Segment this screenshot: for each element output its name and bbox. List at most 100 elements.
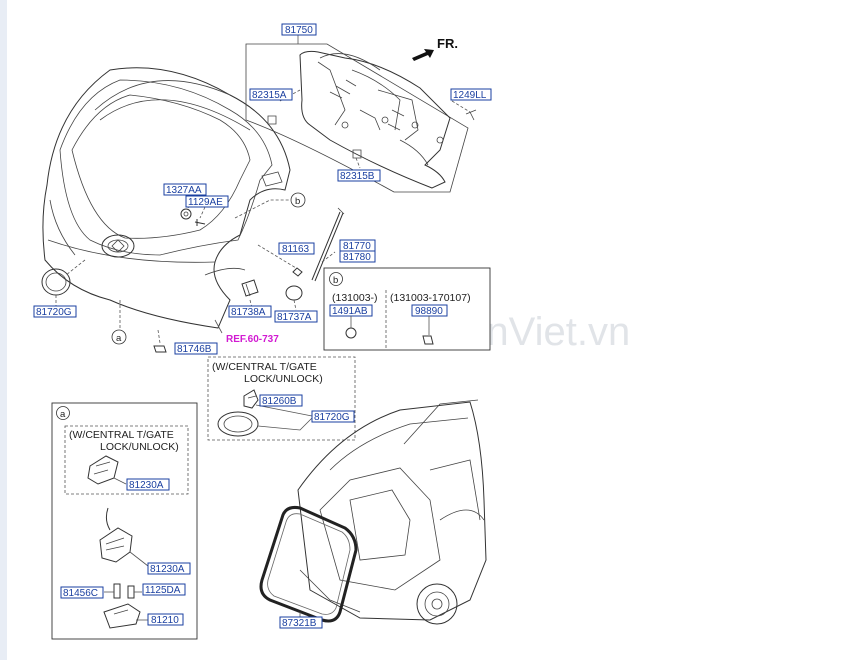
switch-81260B (243, 389, 259, 409)
callout-a-main: a (111, 329, 127, 345)
part-label-81230A-top[interactable]: 81230A (126, 478, 170, 491)
inner-trim-panel (245, 43, 469, 193)
svg-text:a: a (60, 409, 66, 420)
part-label-1129AE[interactable]: 1129AE (185, 195, 229, 208)
inset-central-lock-emblem: (W/CENTRAL T/GATE LOCK/UNLOCK) 81260B 81… (207, 356, 356, 441)
svg-text:82315B: 82315B (340, 171, 375, 182)
part-label-81720G-main[interactable]: 81720G (33, 305, 77, 318)
part-label-81738A[interactable]: 81738A (228, 305, 272, 318)
svg-text:81780: 81780 (343, 252, 371, 263)
part-label-81210[interactable]: 81210 (147, 613, 184, 626)
svg-text:81210: 81210 (151, 615, 179, 626)
tailgate-panel (42, 67, 291, 329)
svg-text:1129AE: 1129AE (188, 197, 223, 208)
leader-81737A (293, 299, 297, 311)
part-label-1249LL[interactable]: 1249LL (450, 88, 492, 101)
leader-1129AE (199, 206, 206, 219)
svg-text:a: a (116, 333, 122, 344)
leader-emblem (65, 259, 86, 276)
svg-text:81770: 81770 (343, 241, 371, 252)
cap-98890 (422, 335, 434, 345)
leader-82315B (355, 157, 361, 169)
leader-81770 (321, 251, 336, 263)
svg-text:1125DA: 1125DA (145, 585, 181, 596)
part-label-98890[interactable]: 98890 (411, 304, 448, 317)
svg-text:98890: 98890 (415, 306, 443, 317)
leader-callout-b (234, 199, 290, 219)
part-label-81230A-mid[interactable]: 81230A (147, 562, 191, 575)
nut-1327AA (180, 208, 192, 220)
part-label-82315B[interactable]: 82315B (337, 169, 381, 182)
ref-label: REF.60-737 (226, 334, 279, 345)
bumper-81738A (241, 279, 259, 297)
front-direction-arrow: FR. (412, 36, 458, 61)
bolt-81456C (113, 583, 121, 599)
part-label-81720G-inset[interactable]: 81720G (311, 410, 355, 423)
svg-text:87321B: 87321B (282, 618, 317, 629)
note-central-lock-1a: (W/CENTRAL T/GATE (212, 361, 317, 373)
note-central-lock-1b: LOCK/UNLOCK) (244, 373, 323, 385)
note-date-range-2: (131003-170107) (390, 292, 471, 304)
part-label-81163[interactable]: 81163 (278, 242, 315, 255)
note-central-lock-2a: (W/CENTRAL T/GATE (69, 429, 174, 441)
screw-1249LL (465, 109, 477, 121)
svg-text:81260B: 81260B (262, 396, 297, 407)
part-label-81746B[interactable]: 81746B (174, 342, 218, 355)
svg-text:b: b (333, 275, 338, 286)
stay-81163 (292, 267, 303, 277)
bolt-1125DA (127, 585, 135, 599)
ref-arrow (214, 319, 223, 334)
svg-text:81720G: 81720G (36, 307, 72, 318)
fr-arrow-icon (412, 49, 434, 61)
part-label-81770[interactable]: 81770 (339, 239, 376, 252)
inset-a-box: a (W/CENTRAL T/GATE LOCK/UNLOCK) 81230A … (51, 402, 198, 640)
svg-text:1491AB: 1491AB (332, 306, 368, 317)
part-label-81737A[interactable]: 81737A (274, 310, 318, 323)
striker-81210 (103, 603, 141, 629)
note-date-range-1: (131003-) (332, 292, 378, 304)
svg-text:81230A: 81230A (129, 480, 164, 491)
part-label-81260B[interactable]: 81260B (259, 394, 303, 407)
part-label-81780[interactable]: 81780 (339, 250, 376, 263)
leader-81163 (257, 244, 297, 269)
bolt-1129AE (194, 219, 206, 226)
part-label-87321B[interactable]: 87321B (279, 616, 323, 629)
leader-1249LL (451, 100, 471, 113)
leader-81746B (157, 329, 161, 344)
clip-82315B (352, 149, 362, 159)
svg-text:81750: 81750 (285, 25, 313, 36)
svg-text:1249LL: 1249LL (453, 90, 487, 101)
part-label-1125DA[interactable]: 1125DA (142, 583, 186, 596)
part-label-81456C[interactable]: 81456C (60, 586, 104, 599)
plug-81746B (153, 345, 167, 353)
svg-text:81720G: 81720G (314, 412, 350, 423)
svg-text:81456C: 81456C (63, 588, 98, 599)
svg-text:81230A: 81230A (150, 564, 185, 575)
callout-a-inset: a (56, 406, 70, 420)
svg-text:81746B: 81746B (177, 344, 212, 355)
part-label-1327AA[interactable]: 1327AA (163, 183, 207, 196)
part-label-82315A[interactable]: 82315A (249, 88, 293, 101)
svg-text:82315A: 82315A (252, 90, 287, 101)
latch-cable (105, 507, 111, 531)
emblem-81720G-inset (217, 411, 259, 437)
left-border-strip (0, 0, 7, 660)
callout-b-inset: b (329, 272, 343, 286)
svg-text:81738A: 81738A (231, 307, 266, 318)
inset-b-box: b (131003-) (131003-170107) 1491AB 98890 (323, 267, 491, 351)
car-rear-view (297, 399, 487, 625)
part-label-1491AB[interactable]: 1491AB (329, 304, 373, 317)
callout-b-main: b (290, 192, 306, 208)
emblem-81720G (41, 268, 71, 296)
svg-text:1327AA: 1327AA (166, 185, 202, 196)
gas-lifter-81770 (311, 207, 345, 282)
svg-text:81737A: 81737A (277, 312, 312, 323)
part-label-81750[interactable]: 81750 (281, 23, 317, 36)
cap-81737A (285, 285, 303, 301)
fr-label: FR. (437, 36, 458, 51)
svg-text:b: b (295, 196, 300, 207)
clip-82315A (267, 115, 277, 125)
weatherstrip-87321B (259, 506, 358, 623)
